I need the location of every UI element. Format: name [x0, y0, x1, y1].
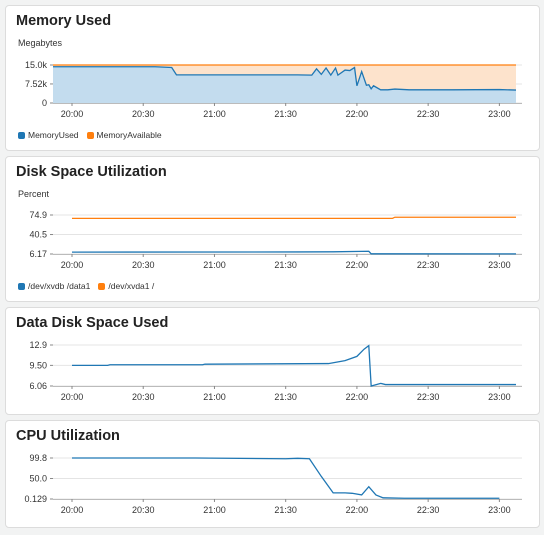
y-axis-label: Percent [18, 189, 50, 199]
memory-used-legend: MemoryUsed MemoryAvailable [18, 130, 170, 140]
y-tick-label: 15.0k [25, 60, 48, 70]
y-tick-label: 9.50 [29, 360, 47, 370]
series-line-1 [71, 216, 516, 219]
x-tick-label: 20:30 [132, 392, 155, 402]
x-tick-label: 22:30 [417, 392, 440, 402]
x-tick-label: 21:30 [274, 109, 297, 119]
x-tick-label: 23:00 [488, 109, 511, 119]
disk-space-utilization-panel: Disk Space Utilization Percent 74.9 40.5 6.… [5, 156, 540, 302]
legend-label: /dev/xvdb /data1 [28, 281, 91, 291]
y-tick-label: 0.129 [24, 494, 47, 504]
data-disk-space-used-panel: Data Disk Space Used 12.9 9.50 6.06 20:00 20… [5, 307, 540, 415]
x-tick-label: 23:00 [488, 260, 511, 270]
y-axis-label: Megabytes [18, 38, 63, 48]
legend-label: /dev/xvda1 / [108, 281, 155, 291]
legend-label: MemoryAvailable [96, 130, 162, 140]
y-tick-label: 50.0 [29, 473, 47, 483]
cpu-utilization-panel: CPU Utilization 99.8 50.0 0.129 20:00 20:30 2… [5, 420, 540, 528]
data-disk-space-used-title: Data Disk Space Used [16, 315, 169, 331]
series-line-0 [71, 457, 500, 499]
x-tick-label: 22:00 [346, 392, 369, 402]
y-tick-label: 6.17 [29, 249, 47, 259]
legend-item-xvdb[interactable]: /dev/xvdb /data1 [18, 281, 90, 291]
x-tick-label: 20:30 [132, 260, 155, 270]
x-tick-label: 20:00 [61, 260, 84, 270]
disk-space-utilization-title: Disk Space Utilization [16, 164, 167, 180]
memory-used-title: Memory Used [16, 13, 112, 29]
legend-label: MemoryUsed [28, 130, 79, 140]
x-tick-label: 20:00 [61, 505, 84, 515]
legend-item-memory-available[interactable]: MemoryAvailable [86, 130, 162, 140]
legend-swatch-blue [18, 282, 25, 290]
x-tick-label: 21:30 [274, 505, 297, 515]
x-tick-label: 21:00 [203, 260, 226, 270]
x-tick-label: 21:30 [274, 260, 297, 270]
y-tick-label: 0 [42, 98, 47, 108]
data-disk-space-used-chart: 12.9 9.50 6.06 20:00 20:30 21:00 21:30 22:00 22:… [29, 340, 522, 402]
x-tick-label: 21:00 [203, 392, 226, 402]
y-tick-label: 12.9 [29, 340, 47, 350]
series-line-0 [71, 250, 517, 255]
legend-item-memory-used[interactable]: MemoryUsed [18, 130, 79, 140]
legend-item-xvda1[interactable]: /dev/xvda1 / [98, 281, 154, 291]
cpu-utilization-title: CPU Utilization [16, 428, 120, 444]
memory-used-line [53, 66, 517, 91]
x-tick-label: 22:30 [417, 109, 440, 119]
disk-space-utilization-chart: Percent 74.9 40.5 6.17 20:00 20:30 21:00 21:30 2… [18, 189, 522, 270]
x-tick-label: 20:00 [61, 109, 84, 119]
y-tick-label: 40.5 [29, 230, 47, 240]
memory-used-chart: Megabytes 15.0k 7.52k 0 20:00 20:30 21:00 21:30… [18, 38, 522, 119]
x-tick-label: 21:00 [203, 109, 226, 119]
y-tick-label: 7.52k [25, 79, 48, 89]
x-tick-label: 20:30 [132, 505, 155, 515]
series-line-0 [71, 344, 516, 387]
x-tick-label: 22:00 [346, 109, 369, 119]
y-tick-label: 6.06 [29, 381, 47, 391]
x-tick-label: 22:30 [417, 505, 440, 515]
x-tick-label: 23:00 [488, 505, 511, 515]
x-tick-label: 22:00 [346, 260, 369, 270]
x-tick-label: 20:00 [61, 392, 84, 402]
legend-swatch-orange [98, 282, 106, 290]
x-tick-label: 21:00 [203, 505, 226, 515]
legend-swatch-blue [18, 131, 25, 139]
x-tick-label: 21:30 [274, 392, 297, 402]
memory-available-area [53, 65, 516, 91]
x-tick-label: 23:00 [488, 392, 511, 402]
x-tick-label: 22:30 [417, 260, 440, 270]
legend-swatch-orange [86, 131, 94, 139]
disk-space-legend: /dev/xvdb /data1 /dev/xvda1 / [18, 281, 162, 291]
y-tick-label: 74.9 [29, 210, 47, 220]
x-tick-label: 20:30 [132, 109, 155, 119]
memory-used-area [53, 66, 516, 103]
cpu-utilization-chart: 99.8 50.0 0.129 20:00 20:30 21:00 21:30 22:00 22… [24, 453, 522, 515]
memory-used-panel: Memory Used Megabytes 15.0k 7.52k 0 20:00 20:… [5, 5, 540, 151]
y-tick-label: 99.8 [29, 453, 47, 463]
x-tick-label: 22:00 [346, 505, 369, 515]
